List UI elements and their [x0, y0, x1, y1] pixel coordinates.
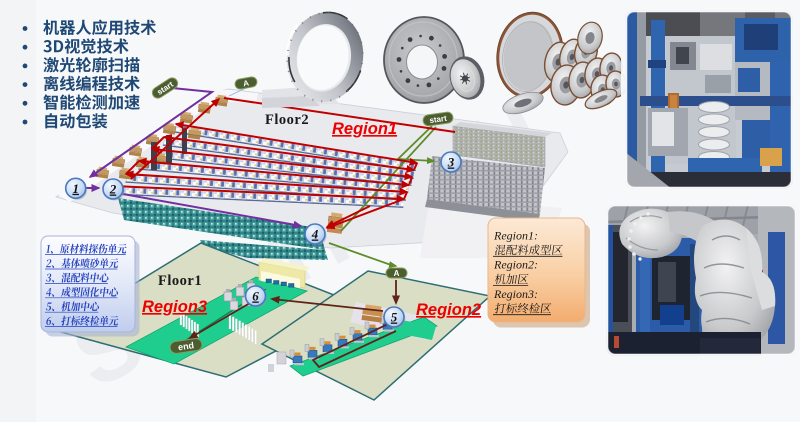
svg-text:4: 4 — [311, 227, 319, 242]
svg-text:start: start — [429, 114, 448, 125]
svg-text:Region2:: Region2: — [493, 258, 538, 272]
svg-text:Region1:: Region1: — [493, 229, 538, 243]
svg-text:Floor1: Floor1 — [158, 273, 202, 289]
svg-text:Floor2: Floor2 — [265, 112, 309, 128]
svg-text:3: 3 — [447, 155, 455, 170]
svg-text:Region3:: Region3: — [493, 287, 538, 301]
svg-text:Region3: Region3 — [142, 298, 207, 316]
svg-text:Region1: Region1 — [332, 120, 397, 138]
svg-text:A: A — [242, 78, 249, 88]
svg-text:Region2: Region2 — [416, 301, 481, 319]
svg-text:6: 6 — [252, 289, 259, 304]
svg-text:2: 2 — [109, 182, 117, 197]
svg-text:end: end — [177, 340, 194, 352]
svg-text:1: 1 — [72, 181, 79, 196]
svg-text:A: A — [394, 269, 400, 278]
svg-text:5: 5 — [391, 310, 398, 325]
